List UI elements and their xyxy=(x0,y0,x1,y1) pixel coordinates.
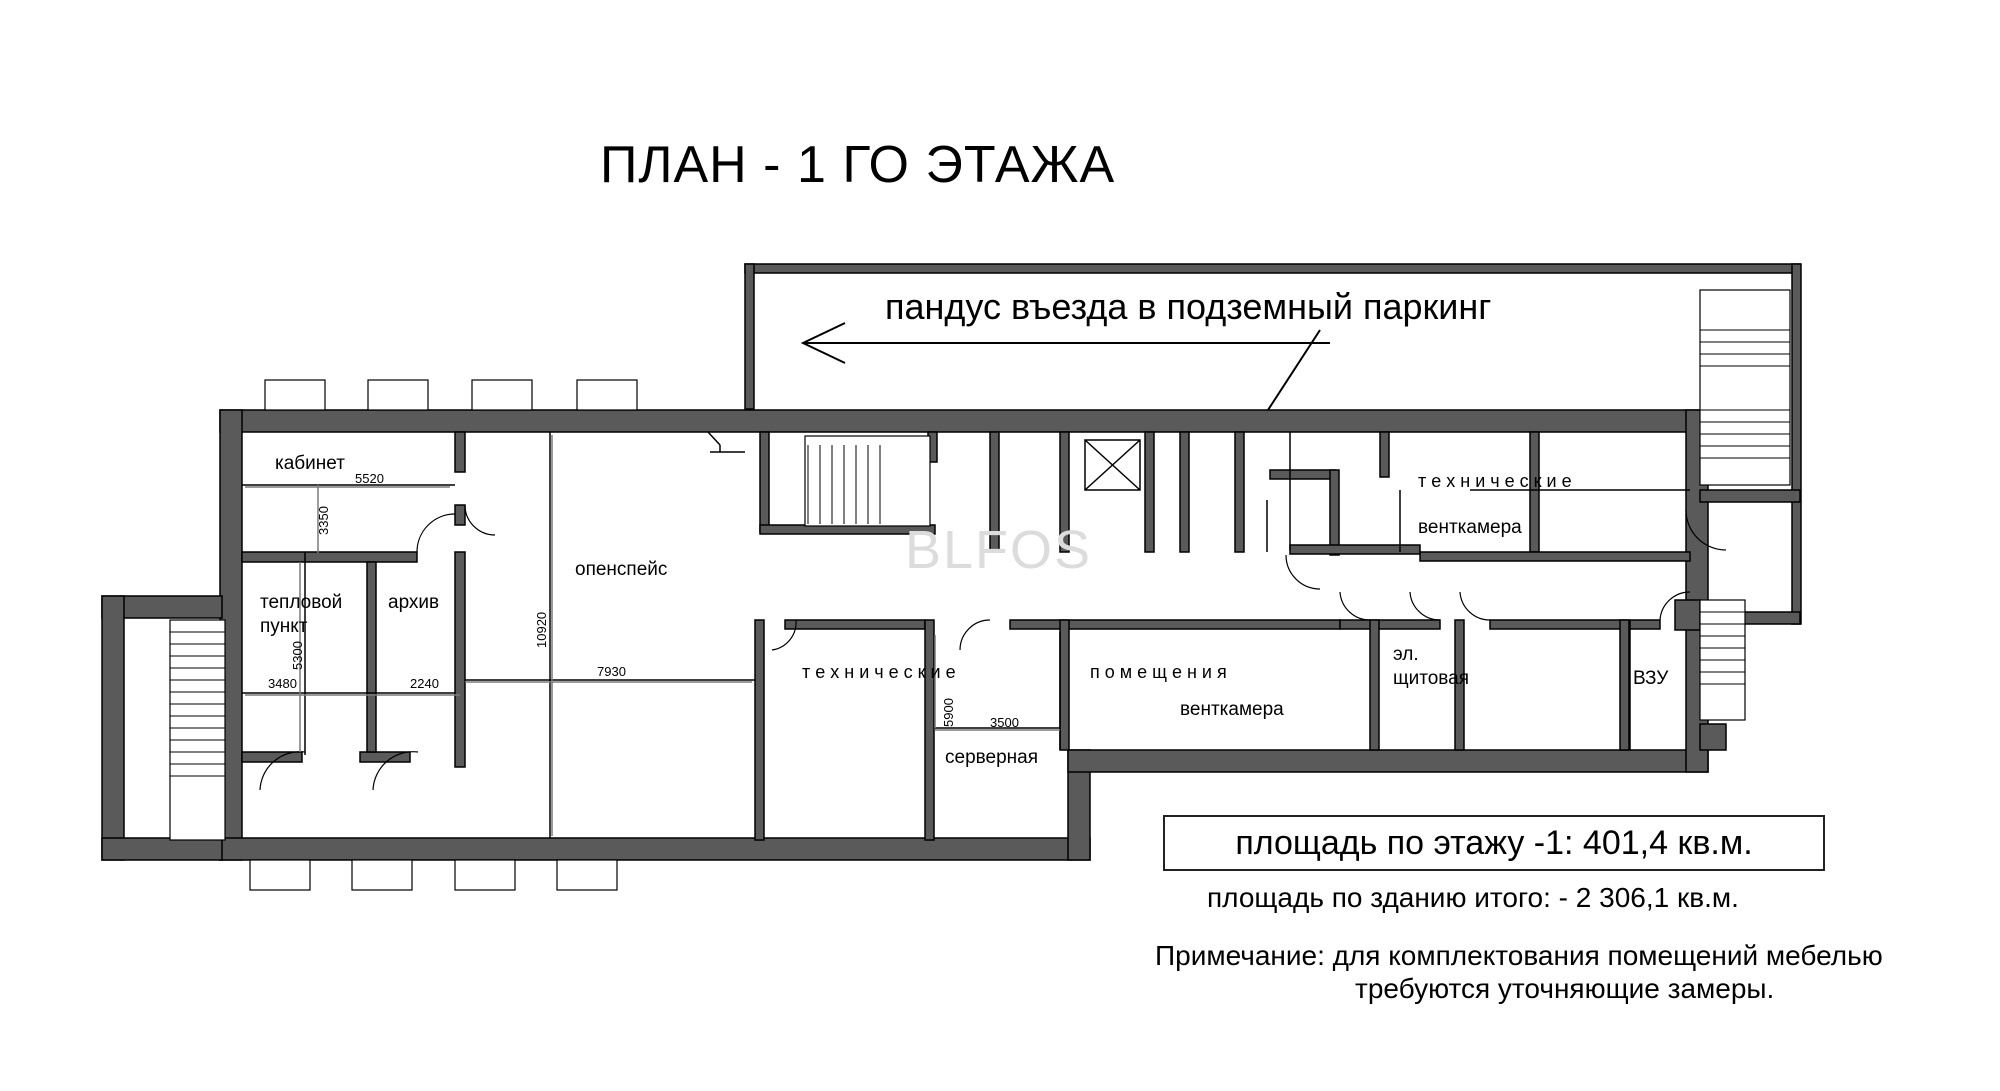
room-label-openspace: опенспейс xyxy=(575,559,667,580)
dim-5900: 5900 xyxy=(941,698,956,727)
dim-3480: 3480 xyxy=(268,676,297,691)
watermark: BLFOS xyxy=(905,520,1092,580)
dim-5520: 5520 xyxy=(355,471,384,486)
dim-7930: 7930 xyxy=(597,664,626,679)
floor-area-box: площадь по этажу -1: 401,4 кв.м. xyxy=(1163,815,1825,871)
room-label-heat-point-1: тепловой xyxy=(260,592,342,613)
door-swings xyxy=(259,504,1727,791)
plan-title: ПЛАН - 1 ГО ЭТАЖА xyxy=(600,136,1116,194)
room-label-vzu: ВЗУ xyxy=(1633,668,1669,689)
dim-3350: 3350 xyxy=(316,506,331,535)
dimension-lines xyxy=(245,435,1060,836)
windows xyxy=(249,379,638,891)
stair-steps xyxy=(170,329,1790,777)
ramp-arrow xyxy=(800,322,1330,411)
dimension-labels: 5520 3350 5300 3480 2240 10920 7930 5900… xyxy=(268,471,1019,730)
room-label-cabinet: кабинет xyxy=(275,453,345,474)
room-label-technical-top: т е х н и ч е с к и е xyxy=(1418,471,1572,491)
room-label-el-2: щитовая xyxy=(1393,668,1469,689)
room-label-rooms-bottom: п о м е щ е н и я xyxy=(1090,662,1227,682)
room-labels: кабинет тепловой пункт архив опенспейс т… xyxy=(260,453,1669,768)
dim-5300: 5300 xyxy=(290,641,305,670)
elevator xyxy=(1084,439,1141,491)
floor-area-text: площадь по этажу -1: 401,4 кв.м. xyxy=(1235,824,1753,862)
room-label-el-1: эл. xyxy=(1393,644,1419,665)
room-label-server: серверная xyxy=(945,747,1038,768)
room-label-ventkamera-top: венткамера xyxy=(1418,517,1522,538)
room-label-heat-point-2: пункт xyxy=(260,616,308,637)
room-label-ventkamera-bottom: венткамера xyxy=(1180,699,1284,720)
total-area: площадь по зданию итого: - 2 306,1 кв.м. xyxy=(1207,882,1739,913)
dim-2240: 2240 xyxy=(410,676,439,691)
room-label-archive: архив xyxy=(388,592,439,613)
dim-10920: 10920 xyxy=(534,612,549,648)
room-label-technical-bottom: т е х н и ч е с к и е xyxy=(802,662,956,682)
dim-3500: 3500 xyxy=(990,715,1019,730)
note-line-1: Примечание: для комплектования помещений… xyxy=(1155,940,1883,971)
ramp-label: пандус въезда в подземный паркинг xyxy=(885,286,1492,327)
note-line-2: требуются уточняющие замеры. xyxy=(1355,973,1775,1004)
thin-lines xyxy=(242,431,1690,838)
